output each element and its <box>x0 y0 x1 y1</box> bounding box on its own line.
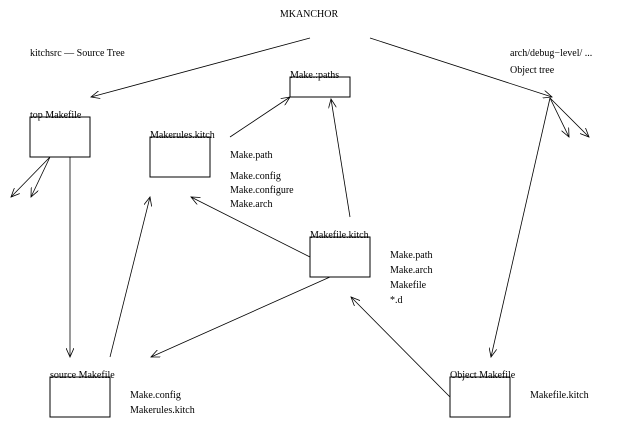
makerules-note-3: Make.arch <box>230 199 272 210</box>
source-tree-label: kitchsrc — Source Tree <box>30 48 125 59</box>
makerules-note-2: Make.configure <box>230 185 294 196</box>
edge-makefile-kitch-source-makefile <box>151 276 331 357</box>
object-tree-label-line1: arch/debug−level/ ... <box>510 48 592 59</box>
node-makefile-kitch: Makefile.kitch Make.path Make.arch Makef… <box>309 230 433 306</box>
make-paths-label: Make.:paths <box>290 70 339 81</box>
edge-object-tree-object-makefile <box>491 97 551 357</box>
node-object-makefile: Object Makefile Makefile.kitch <box>449 370 589 418</box>
object-makefile-box <box>449 376 511 418</box>
edge-top-makefile-subdir-2 <box>31 156 51 197</box>
node-source-makefile: source Makefile Make.config Makerules.ki… <box>49 370 195 418</box>
object-makefile-label: Object Makefile <box>450 370 516 381</box>
edge-object-tree-subdir-2 <box>549 97 589 137</box>
source-makefile-box <box>49 376 111 418</box>
edge-makerules-make-paths <box>229 97 290 138</box>
object-tree-label-line2: Object tree <box>510 65 555 76</box>
source-makefile-label: source Makefile <box>50 370 115 381</box>
edge-source-makefile-makerules <box>109 197 150 358</box>
source-makefile-note-0: Make.config <box>130 390 181 401</box>
source-makefile-note-1: Makerules.kitch <box>130 405 195 416</box>
edge-mkanchor-top-makefile <box>91 37 311 97</box>
node-make-paths: Make.:paths <box>289 70 351 98</box>
makefile-kitch-note-3: *.d <box>390 295 403 306</box>
makefile-kitch-box <box>309 236 371 278</box>
node-makerules-kitch: Makerules.kitch Make.path Make.config Ma… <box>149 130 294 210</box>
object-makefile-note-0: Makefile.kitch <box>530 390 589 401</box>
edge-makefile-kitch-makerules <box>191 197 311 258</box>
makerules-note-0: Make.path <box>230 150 273 161</box>
makefile-kitch-label: Makefile.kitch <box>310 230 369 241</box>
make-paths-box <box>289 76 351 98</box>
node-top-makefile: top Makefile <box>29 110 91 158</box>
makerules-note-1: Make.config <box>230 171 281 182</box>
edge-object-makefile-makefile-kitch <box>351 297 451 398</box>
makerules-kitch-label: Makerules.kitch <box>150 130 215 141</box>
edge-mkanchor-object-tree <box>369 37 552 97</box>
makefile-kitch-note-1: Make.arch <box>390 265 432 276</box>
makerules-kitch-box <box>149 136 211 178</box>
edge-makefile-kitch-make-paths <box>331 99 351 218</box>
edge-top-makefile-subdir-1 <box>11 156 51 197</box>
edge-object-tree-subdir-1 <box>549 97 569 137</box>
makefile-kitch-note-2: Makefile <box>390 280 427 291</box>
makefile-kitch-note-0: Make.path <box>390 250 433 261</box>
top-makefile-label: top Makefile <box>30 110 82 121</box>
top-makefile-box <box>29 116 91 158</box>
title-mkanchor: MKANCHOR <box>280 9 339 20</box>
